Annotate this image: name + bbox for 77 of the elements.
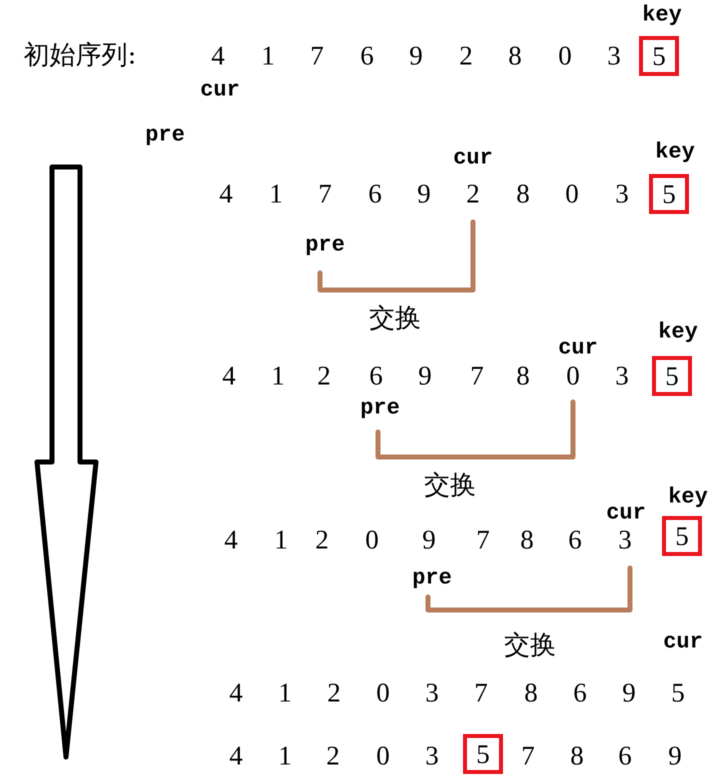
digit: 9 xyxy=(417,178,431,210)
pointer-label: cur xyxy=(663,630,703,654)
key-box: 5 xyxy=(639,36,679,76)
digit: 1 xyxy=(278,740,292,772)
digit: 0 xyxy=(558,40,572,72)
digit: 6 xyxy=(360,40,374,72)
pointer-label: pre xyxy=(412,566,452,590)
digit: 3 xyxy=(425,740,439,772)
digit: 8 xyxy=(570,740,584,772)
key-box: 5 xyxy=(662,516,702,556)
digit: 9 xyxy=(668,740,682,772)
digit: 1 xyxy=(274,524,288,556)
digit: 9 xyxy=(418,360,432,392)
pointer-label: key xyxy=(642,2,682,28)
digit: 4 xyxy=(219,178,233,210)
digit: 2 xyxy=(459,40,473,72)
digit: 6 xyxy=(368,178,382,210)
digit: 0 xyxy=(565,178,579,210)
step-label: 交换 xyxy=(369,302,421,336)
pointer-label: key xyxy=(658,320,698,344)
digit: 4 xyxy=(211,40,225,72)
pointer-label: key xyxy=(655,140,695,164)
digit: 0 xyxy=(376,740,390,772)
digit: 4 xyxy=(229,678,243,708)
digit: 8 xyxy=(516,178,530,210)
key-box: 5 xyxy=(463,734,503,774)
pointer-label: key xyxy=(668,484,708,510)
digit: 7 xyxy=(310,40,324,72)
digit: 6 xyxy=(573,678,587,708)
digit: 8 xyxy=(520,524,534,556)
digit: 7 xyxy=(318,178,332,210)
digit: 8 xyxy=(508,40,522,72)
digit: 4 xyxy=(224,524,238,556)
digit: 0 xyxy=(376,678,390,708)
digit: 2 xyxy=(317,360,331,392)
digit: 2 xyxy=(466,178,480,210)
digit: 1 xyxy=(261,40,275,72)
digit: 2 xyxy=(326,740,340,772)
key-box: 5 xyxy=(652,356,692,396)
pointer-label: cur xyxy=(606,500,646,526)
digit: 1 xyxy=(271,360,285,392)
pointer-label: pre xyxy=(360,396,400,420)
digit: 6 xyxy=(568,524,582,556)
step-label: 交换 xyxy=(504,630,556,662)
digit: 8 xyxy=(524,678,538,708)
digit: 0 xyxy=(566,360,580,392)
digit: 2 xyxy=(315,524,329,556)
digit: 3 xyxy=(618,524,632,556)
digit: 1 xyxy=(269,178,283,210)
step-label: 初始序列: xyxy=(24,40,136,72)
pointer-label: pre xyxy=(145,122,185,148)
digit: 3 xyxy=(607,40,621,72)
digit: 9 xyxy=(622,678,636,708)
digit: 6 xyxy=(369,360,383,392)
digit: 2 xyxy=(327,678,341,708)
digit: 9 xyxy=(422,524,436,556)
digit: 7 xyxy=(521,740,535,772)
pointer-label: cur xyxy=(558,336,598,360)
step-label: 交换 xyxy=(424,470,476,502)
digit: 5 xyxy=(671,678,685,708)
digit: 6 xyxy=(618,740,632,772)
digit: 7 xyxy=(476,524,490,556)
pointer-label: cur xyxy=(453,146,493,170)
digit: 7 xyxy=(470,360,484,392)
digit: 3 xyxy=(425,678,439,708)
digit: 4 xyxy=(229,740,243,772)
digit: 7 xyxy=(474,678,488,708)
key-box: 5 xyxy=(649,174,689,214)
digit: 3 xyxy=(615,178,629,210)
digit: 0 xyxy=(365,524,379,556)
pointer-label: cur xyxy=(200,78,240,102)
digit: 3 xyxy=(615,360,629,392)
digit: 8 xyxy=(516,360,530,392)
pointer-label: pre xyxy=(305,232,345,258)
digit: 4 xyxy=(222,360,236,392)
digit: 1 xyxy=(278,678,292,708)
digit: 9 xyxy=(409,40,423,72)
